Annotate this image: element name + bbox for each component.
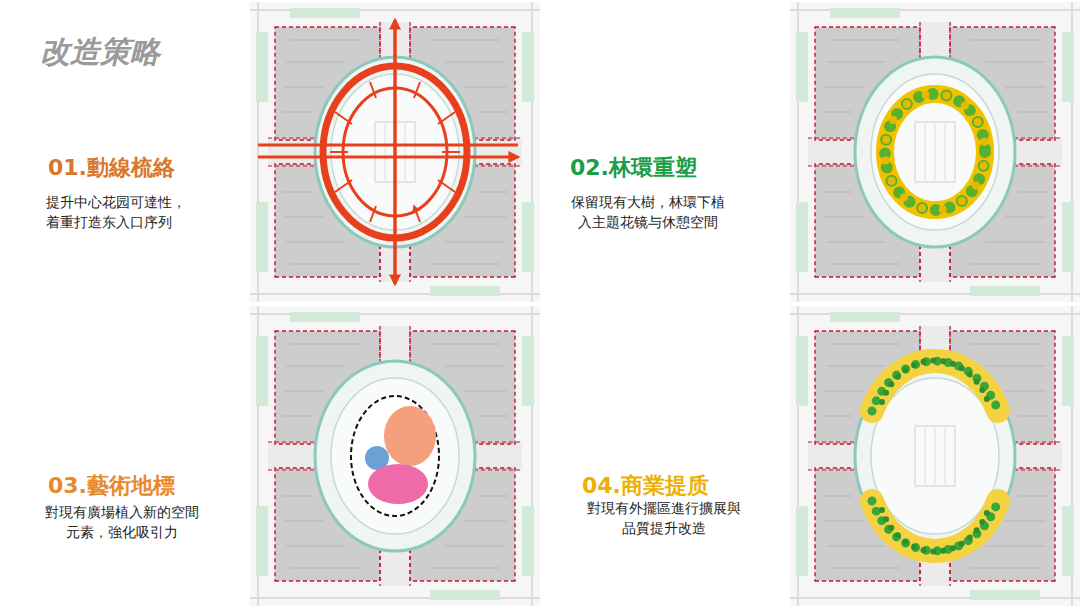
strategy-heading: 04.商業提质 <box>582 470 709 502</box>
strategy-note: 對現有外擺區進行擴展與 品質提升改造 <box>582 498 746 539</box>
site-plan <box>790 2 1080 302</box>
slide-title: 改造策略 <box>40 30 160 74</box>
site-plan <box>790 306 1080 606</box>
strategy-heading: 02.林環重塑 <box>570 152 697 184</box>
strategy-note: 對現有廣場植入新的空間 元素，強化吸引力 <box>40 502 204 543</box>
strategy-heading: 03.藝術地標 <box>48 470 175 502</box>
strategy-note: 保留現有大樹，林環下植 入主題花镜与休憩空間 <box>566 192 730 233</box>
site-plan <box>250 2 540 302</box>
strategy-heading: 01.動線梳絡 <box>48 152 175 184</box>
strategy-note: 提升中心花园可達性， 着重打造东入口序列 <box>46 192 198 233</box>
site-plan <box>250 306 540 606</box>
